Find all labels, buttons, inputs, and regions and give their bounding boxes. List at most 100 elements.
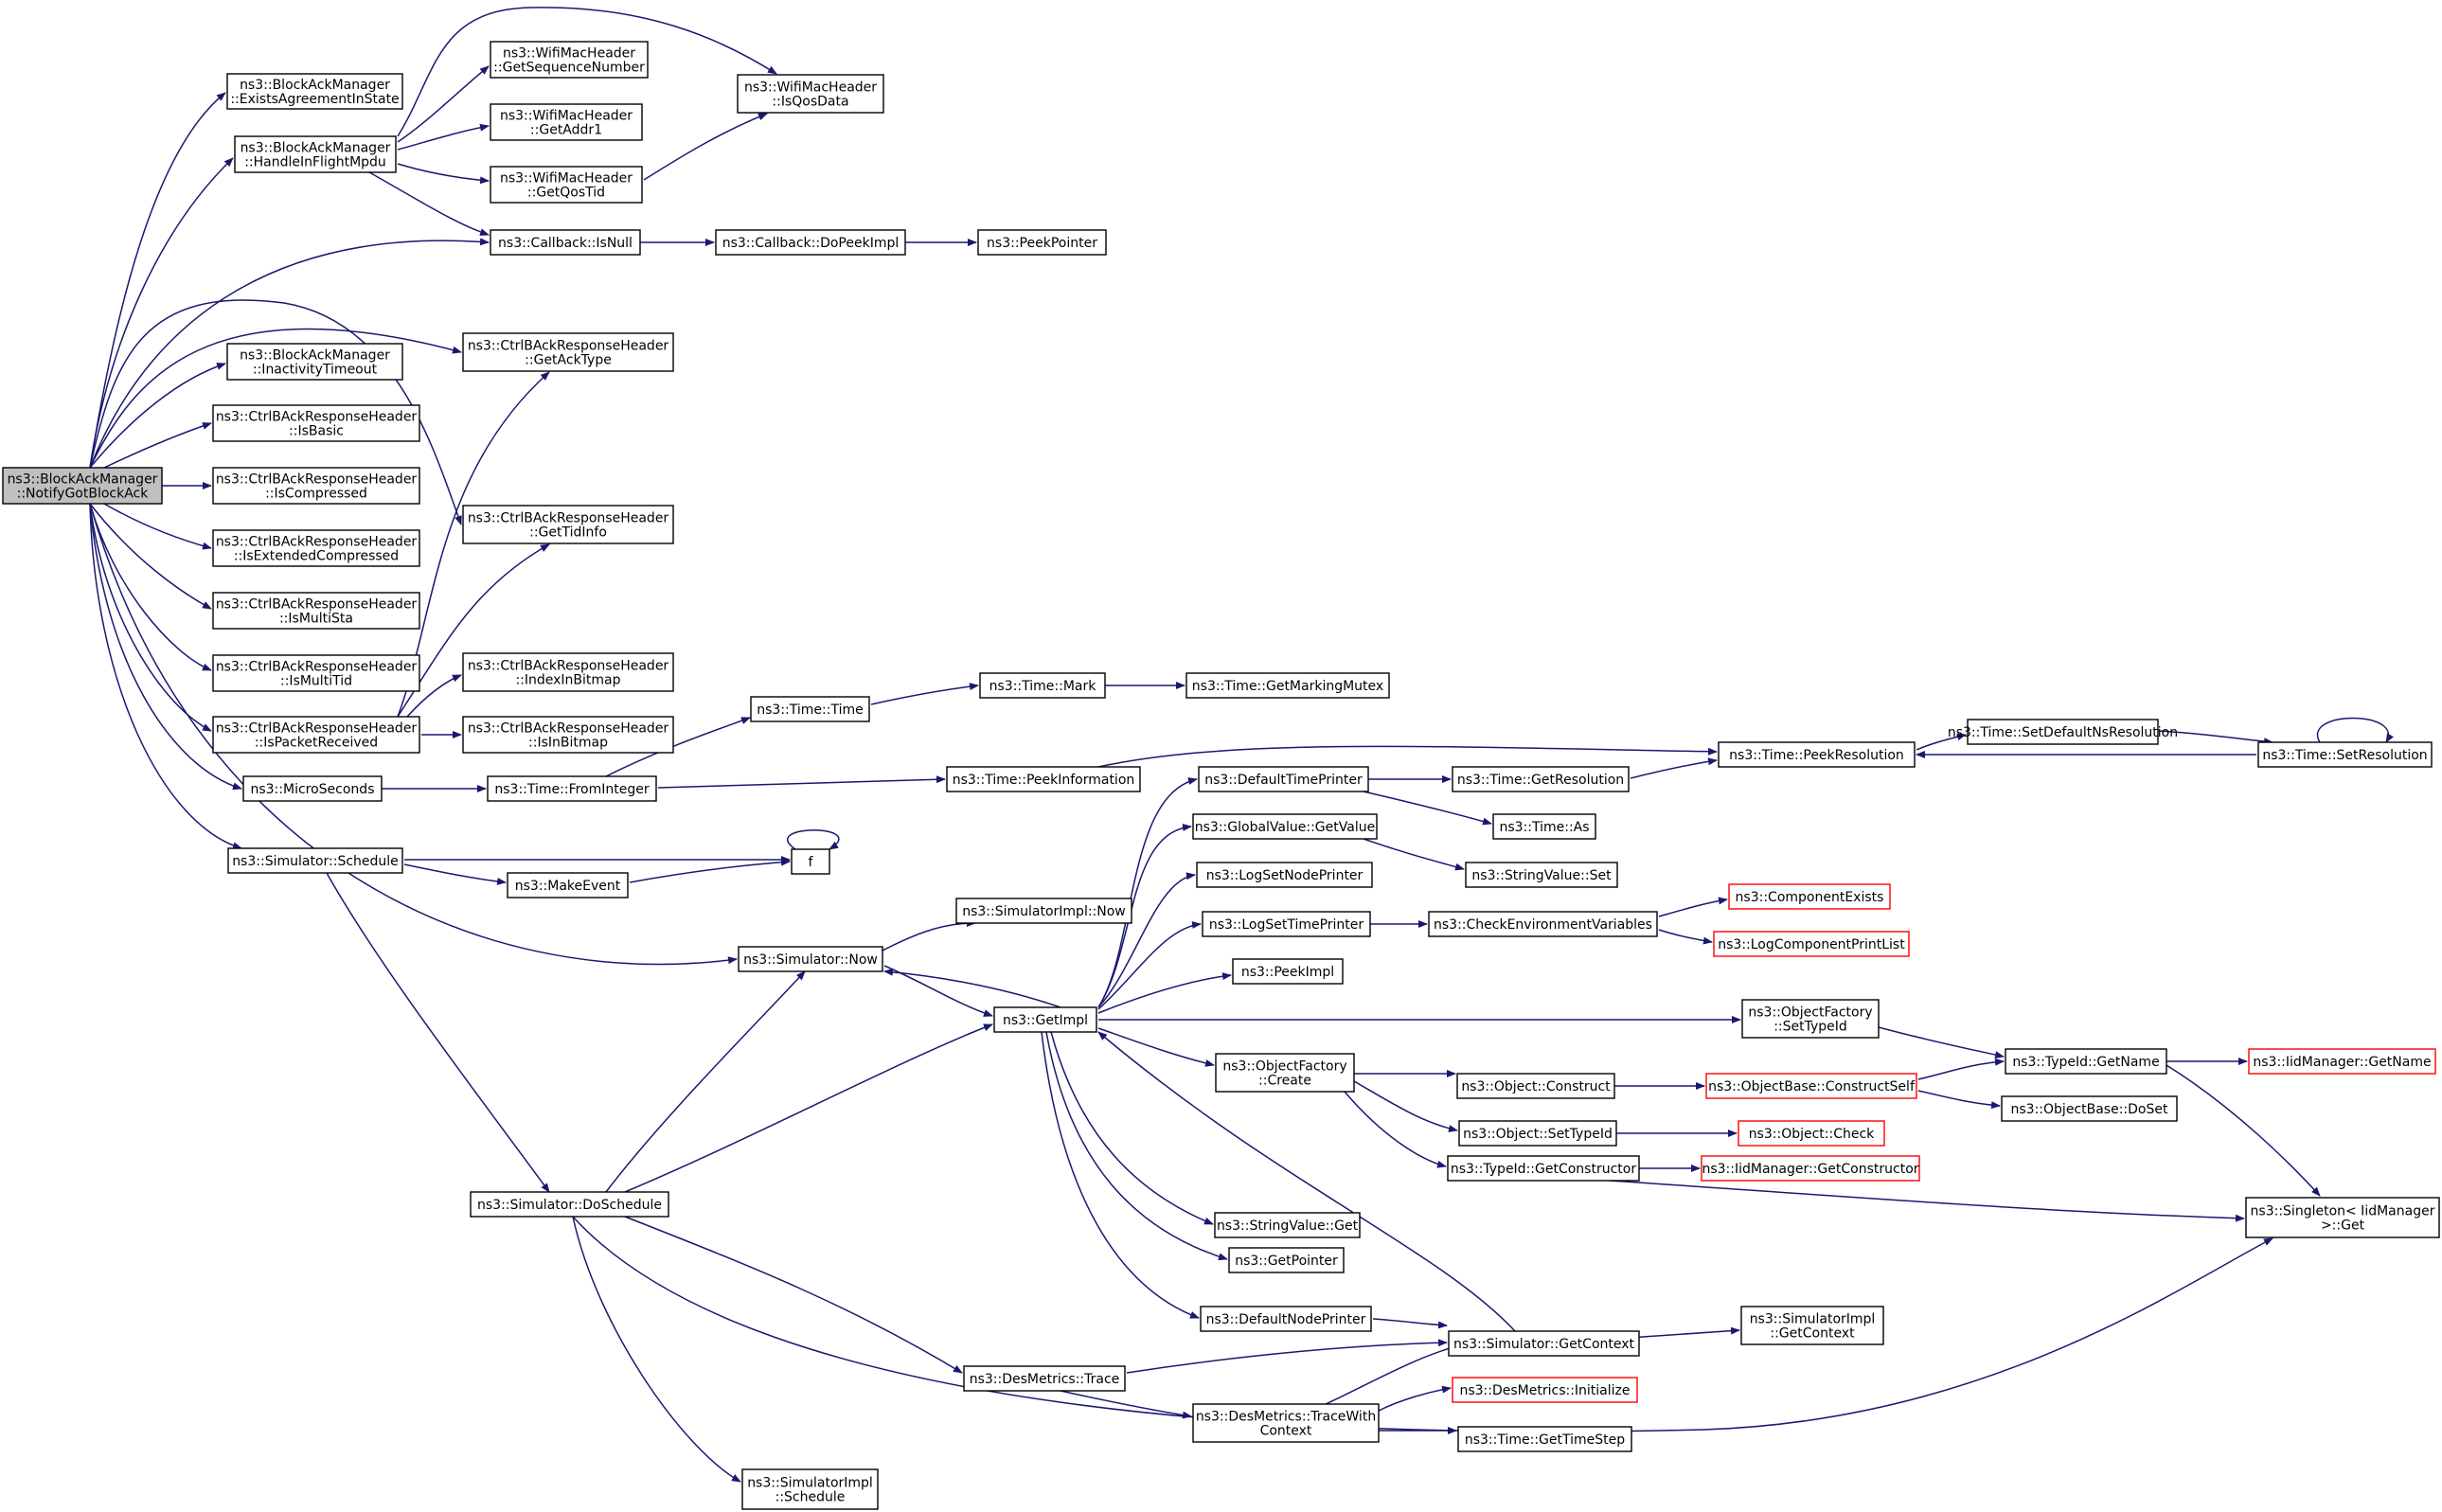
node-getacktype[interactable]: ns3::CtrlBAckResponseHeader::GetAckType <box>462 332 674 372</box>
node-frominteger[interactable]: ns3::Time::FromInteger <box>487 775 657 802</box>
node-peekimpl[interactable]: ns3::PeekImpl <box>1232 958 1344 985</box>
edge-makeevent-to-f <box>629 858 791 883</box>
node-simimplgetctx[interactable]: ns3::SimulatorImpl::GetContext <box>1740 1306 1884 1345</box>
node-isbasic[interactable]: ns3::CtrlBAckResponseHeader::IsBasic <box>212 404 420 442</box>
node-makeevent[interactable]: ns3::MakeEvent <box>507 872 629 898</box>
node-simgetctx[interactable]: ns3::Simulator::GetContext <box>1448 1330 1640 1357</box>
node-ismultista[interactable]: ns3::CtrlBAckResponseHeader::IsMultiSta <box>212 592 420 630</box>
node-deftimeprinter[interactable]: ns3::DefaultTimePrinter <box>1198 766 1369 792</box>
node-logsetnode[interactable]: ns3::LogSetNodePrinter <box>1196 862 1373 888</box>
node-gettidinfo-label-1: ::GetTidInfo <box>529 525 607 541</box>
node-objconstruct[interactable]: ns3::Object::Construct <box>1456 1073 1615 1099</box>
node-iscompressed[interactable]: ns3::CtrlBAckResponseHeader::IsCompresse… <box>212 467 420 505</box>
node-indexinbitmap[interactable]: ns3::CtrlBAckResponseHeader::IndexInBitm… <box>462 652 674 692</box>
node-getseq[interactable]: ns3::WifiMacHeader::GetSequenceNumber <box>490 41 649 79</box>
edge-notify-to-isextcomp <box>103 503 212 550</box>
node-exists-label-1: ::ExistsAgreementInState <box>230 92 399 107</box>
node-iidgetctor[interactable]: ns3::IidManager::GetConstructor <box>1701 1155 1920 1182</box>
node-gettidinfo-box <box>462 505 674 544</box>
node-desminit[interactable]: ns3::DesMetrics::Initialize <box>1452 1377 1638 1403</box>
node-ofcreate-label-0: ns3::ObjectFactory <box>1222 1059 1346 1075</box>
node-timeas[interactable]: ns3::Time::As <box>1492 813 1596 840</box>
edge-getimpl-to-defnodeprinter <box>1041 1031 1200 1319</box>
node-ofcreate[interactable]: ns3::ObjectFactory::Create <box>1215 1053 1355 1093</box>
node-setres[interactable]: ns3::Time::SetResolution <box>2257 741 2433 768</box>
node-getmarkmutex[interactable]: ns3::Time::GetMarkingMutex <box>1185 672 1390 699</box>
node-doset[interactable]: ns3::ObjectBase::DoSet <box>2001 1095 2178 1122</box>
node-logsettime-label-0: ns3::LogSetTimePrinter <box>1209 917 1364 933</box>
node-simnow[interactable]: ns3::Simulator::Now <box>738 946 883 972</box>
node-ofsettypeid[interactable]: ns3::ObjectFactory::SetTypeId <box>1741 999 1880 1039</box>
node-objcheck[interactable]: ns3::Object::Check <box>1738 1120 1885 1147</box>
node-setdefres[interactable]: ns3::Time::SetDefaultNsResolution <box>1948 719 2178 745</box>
node-isnull[interactable]: ns3::Callback::IsNull <box>490 229 641 256</box>
node-doset-box <box>2001 1095 2178 1122</box>
node-ismultitid-box <box>212 654 420 692</box>
node-isinbitmap[interactable]: ns3::CtrlBAckResponseHeader::IsInBitmap <box>462 716 674 754</box>
node-getaddr1[interactable]: ns3::WifiMacHeader::GetAddr1 <box>490 103 643 141</box>
node-isqosdata[interactable]: ns3::WifiMacHeader::IsQosData <box>737 74 884 114</box>
node-logcompprint[interactable]: ns3::LogComponentPrintList <box>1713 931 1910 957</box>
node-getqostid[interactable]: ns3::WifiMacHeader::GetQosTid <box>490 166 643 204</box>
node-ofsettypeid-label-1: ::SetTypeId <box>1774 1020 1847 1035</box>
node-tidgetctor[interactable]: ns3::TypeId::GetConstructor <box>1447 1155 1640 1182</box>
node-isbasic-box <box>212 404 420 442</box>
node-isqosdata-label-1: ::IsQosData <box>772 95 848 110</box>
node-f[interactable]: f <box>791 848 830 875</box>
node-notify[interactable]: ns3::BlockAckManager::NotifyGotBlockAck <box>2 467 163 505</box>
node-svset[interactable]: ns3::StringValue::Set <box>1465 862 1618 888</box>
node-handle[interactable]: ns3::BlockAckManager::HandleInFlightMpdu <box>234 135 397 173</box>
node-gvgetvalue[interactable]: ns3::GlobalValue::GetValue <box>1192 813 1378 840</box>
node-timetime[interactable]: ns3::Time::Time <box>750 696 870 722</box>
node-constructself[interactable]: ns3::ObjectBase::ConstructSelf <box>1705 1073 1917 1099</box>
node-logsettime[interactable]: ns3::LogSetTimePrinter <box>1202 911 1371 937</box>
node-simimplnow-box <box>955 898 1132 924</box>
edge-ofcreate-to-tidgetctor <box>1344 1091 1447 1168</box>
node-getimpl[interactable]: ns3::GetImpl <box>993 1006 1097 1033</box>
node-ismultitid[interactable]: ns3::CtrlBAckResponseHeader::IsMultiTid <box>212 654 420 692</box>
node-gettidinfo[interactable]: ns3::CtrlBAckResponseHeader::GetTidInfo <box>462 505 674 544</box>
node-getqostid-box <box>490 166 643 204</box>
node-isextcomp[interactable]: ns3::CtrlBAckResponseHeader::IsExtendedC… <box>212 529 420 567</box>
edge-handle-to-getqostid <box>397 163 490 185</box>
node-makeevent-label-0: ns3::MakeEvent <box>515 879 621 894</box>
node-timemark[interactable]: ns3::Time::Mark <box>979 672 1106 699</box>
node-iidgetname[interactable]: ns3::IidManager::GetName <box>2248 1048 2436 1075</box>
node-inactivity[interactable]: ns3::BlockAckManager::InactivityTimeout <box>226 343 403 381</box>
edge-getresolution-to-peekres <box>1630 757 1718 779</box>
node-gettimestep[interactable]: ns3::Time::GetTimeStep <box>1457 1426 1632 1452</box>
node-peekptr-label-0: ns3::PeekPointer <box>987 236 1097 251</box>
node-peekres[interactable]: ns3::Time::PeekResolution <box>1718 741 1916 768</box>
node-timemark-box <box>979 672 1106 699</box>
edge-doschedule-to-simimplsched <box>572 1216 741 1483</box>
node-dopeek[interactable]: ns3::Callback::DoPeekImpl <box>715 229 906 256</box>
node-simimplnow[interactable]: ns3::SimulatorImpl::Now <box>955 898 1132 924</box>
node-peekptr[interactable]: ns3::PeekPointer <box>977 229 1107 256</box>
node-checkenv[interactable]: ns3::CheckEnvironmentVariables <box>1428 911 1658 937</box>
node-microseconds[interactable]: ns3::MicroSeconds <box>242 775 383 802</box>
node-typeidgetname[interactable]: ns3::TypeId::GetName <box>2005 1048 2167 1075</box>
node-simimplsched[interactable]: ns3::SimulatorImpl::Schedule <box>741 1468 879 1510</box>
node-doschedule[interactable]: ns3::Simulator::DoSchedule <box>470 1191 669 1218</box>
node-timemark-label-0: ns3::Time::Mark <box>989 679 1097 694</box>
edge-schedule-to-makeevent <box>403 863 507 885</box>
node-getimpl-label-0: ns3::GetImpl <box>1003 1013 1088 1028</box>
node-ispacketrecv[interactable]: ns3::CtrlBAckResponseHeader::IsPacketRec… <box>212 716 420 754</box>
node-defnodeprinter[interactable]: ns3::DefaultNodePrinter <box>1200 1306 1372 1332</box>
node-peekinfo[interactable]: ns3::Time::PeekInformation <box>946 766 1141 792</box>
node-compexists[interactable]: ns3::ComponentExists <box>1728 883 1891 910</box>
node-handle-label-1: ::HandleInFlightMpdu <box>244 155 386 170</box>
node-getpointer[interactable]: ns3::GetPointer <box>1228 1247 1345 1273</box>
node-getresolution[interactable]: ns3::Time::GetResolution <box>1452 766 1630 792</box>
node-handle-label-0: ns3::BlockAckManager <box>241 141 391 156</box>
node-exists[interactable]: ns3::BlockAckManager::ExistsAgreementInS… <box>226 73 403 110</box>
node-isqosdata-box <box>737 74 884 114</box>
node-svget[interactable]: ns3::StringValue::Get <box>1214 1212 1361 1238</box>
node-desmtrace[interactable]: ns3::DesMetrics::Trace <box>963 1365 1126 1392</box>
node-logcompprint-label-0: ns3::LogComponentPrintList <box>1718 937 1905 952</box>
node-getpointer-label-0: ns3::GetPointer <box>1235 1254 1338 1269</box>
node-singleton[interactable]: ns3::Singleton< IidManager>::Get <box>2245 1197 2440 1238</box>
node-objsettypeid[interactable]: ns3::Object::SetTypeId <box>1458 1120 1617 1147</box>
node-schedule[interactable]: ns3::Simulator::Schedule <box>227 847 403 874</box>
